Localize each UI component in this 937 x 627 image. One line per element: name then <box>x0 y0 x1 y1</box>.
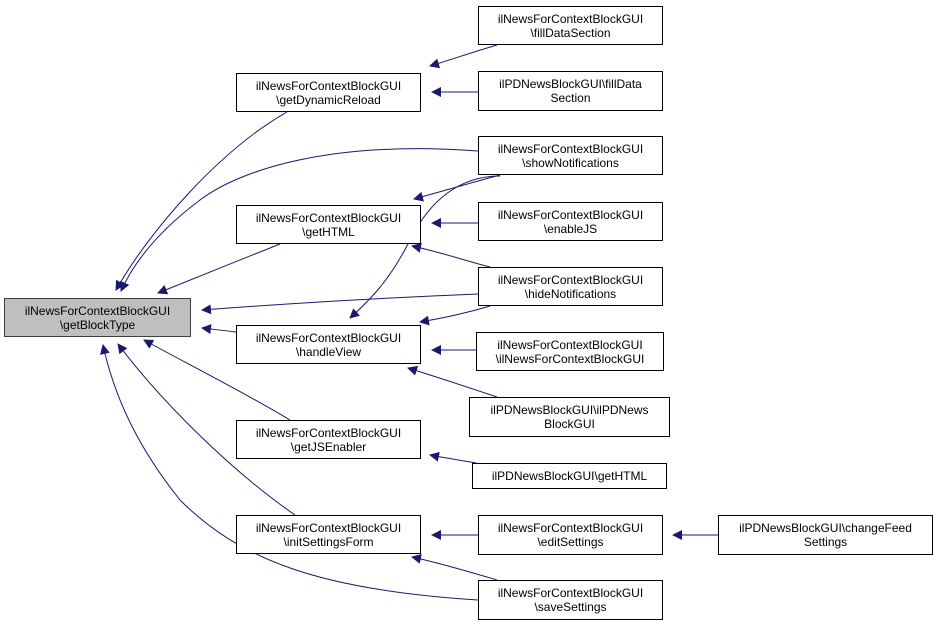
node-class: ilNewsForContextBlockGUI <box>497 586 644 600</box>
edge-hideNotifications-to-handleView <box>419 305 491 326</box>
node-saveSettings[interactable]: ilNewsForContextBlockGUI \saveSettings <box>478 580 663 620</box>
node-class: ilNewsForContextBlockGUI <box>24 303 171 318</box>
node-method: BlockGUI <box>544 417 595 431</box>
node-method: \ilNewsForContextBlockGUI <box>495 351 645 366</box>
node-constructor[interactable]: ilNewsForContextBlockGUI \ilNewsForConte… <box>476 332 664 371</box>
node-class: ilNewsForContextBlockGUI <box>497 11 644 26</box>
node-method: \showNotifications <box>522 155 619 170</box>
node-method: \hideNotifications <box>524 286 617 301</box>
node-method: \saveSettings <box>534 600 607 614</box>
node-method: \fillDataSection <box>530 25 611 40</box>
node-handleView[interactable]: ilNewsForContextBlockGUI \handleView <box>236 325 421 364</box>
node-method: \editSettings <box>537 535 604 549</box>
edge-getJSEnabler-to-getBlockType <box>143 339 291 421</box>
node-getJSEnabler[interactable]: ilNewsForContextBlockGUI \getJSEnabler <box>236 420 421 459</box>
edge-saveSettings-to-getBlockType <box>100 344 479 601</box>
node-class: ilNewsForContextBlockGUI <box>255 78 402 93</box>
node-method: Section <box>550 91 591 105</box>
node-class: ilNewsForContextBlockGUI <box>255 425 402 440</box>
node-class: ilNewsForContextBlockGUI <box>255 330 402 345</box>
node-class: ilNewsForContextBlockGUI <box>255 520 402 535</box>
node-pdGetHTML[interactable]: ilPDNewsBlockGUI\getHTML <box>472 463 667 489</box>
node-method: \getHTML <box>302 224 355 239</box>
node-changeFeedSettings[interactable]: ilPDNewsBlockGUI\changeFeed Settings <box>718 515 933 555</box>
node-class: ilPDNewsBlockGUI\ilPDNews <box>490 403 649 417</box>
node-class: ilPDNewsBlockGUI\changeFeed <box>739 521 912 535</box>
node-showNotifications[interactable]: ilNewsForContextBlockGUI \showNotificati… <box>478 136 663 175</box>
node-method: \getBlockType <box>59 317 136 332</box>
node-class: ilPDNewsBlockGUI\fillData <box>499 77 642 91</box>
node-getHTML[interactable]: ilNewsForContextBlockGUI \getHTML <box>236 205 421 244</box>
node-class: ilNewsForContextBlockGUI <box>497 337 643 352</box>
edge-hideNotifications-to-getBlockType <box>201 293 479 315</box>
node-editSettings[interactable]: ilNewsForContextBlockGUI \editSettings <box>478 515 663 555</box>
node-class: ilPDNewsBlockGUI\getHTML <box>491 469 648 483</box>
node-initSettingsForm[interactable]: ilNewsForContextBlockGUI \initSettingsFo… <box>236 515 421 554</box>
edge-saveSettings-to-initSettingsForm <box>411 553 498 581</box>
node-hideNotifications[interactable]: ilNewsForContextBlockGUI \hideNotificati… <box>478 267 663 306</box>
node-enableJS[interactable]: ilNewsForContextBlockGUI \enableJS <box>478 202 663 241</box>
node-class: ilNewsForContextBlockGUI <box>497 207 644 222</box>
node-method: \enableJS <box>543 221 598 236</box>
edge-handleView-to-getBlockType <box>201 324 237 335</box>
edge-initSettingsForm-to-getBlockType <box>117 343 296 516</box>
node-class: ilNewsForContextBlockGUI <box>497 141 644 156</box>
node-method: Settings <box>803 535 848 549</box>
edge-getDynamicReload-to-getBlockType <box>115 111 288 291</box>
edge-getHTML-to-getBlockType <box>157 243 281 295</box>
node-method: \getDynamicReload <box>276 92 381 107</box>
node-getDynamicReload[interactable]: ilNewsForContextBlockGUI \getDynamicRelo… <box>236 73 421 112</box>
node-method: \initSettingsForm <box>283 534 374 549</box>
node-pdFillDataSection[interactable]: ilPDNewsBlockGUI\fillData Section <box>478 71 663 111</box>
edge-pdGetHTML-to-getJSEnabler <box>429 451 477 464</box>
edge-showNotifications-to-getBlockType <box>120 148 479 292</box>
node-class: ilNewsForContextBlockGUI <box>497 521 644 535</box>
node-class: ilNewsForContextBlockGUI <box>255 210 402 225</box>
edge-pdConstructor-to-handleView <box>407 365 498 398</box>
node-getBlockType[interactable]: ilNewsForContextBlockGUI \getBlockType <box>4 298 191 337</box>
node-pdConstructor[interactable]: ilPDNewsBlockGUI\ilPDNews BlockGUI <box>469 397 670 437</box>
node-method: \handleView <box>295 344 362 359</box>
node-method: \getJSEnabler <box>290 439 367 454</box>
edge-hideNotifications-to-getHTML <box>411 242 491 268</box>
edge-fillDataSection-to-getDynamicReload <box>429 44 498 69</box>
node-class: ilNewsForContextBlockGUI <box>497 272 644 287</box>
node-fillDataSection[interactable]: ilNewsForContextBlockGUI \fillDataSectio… <box>478 6 663 45</box>
